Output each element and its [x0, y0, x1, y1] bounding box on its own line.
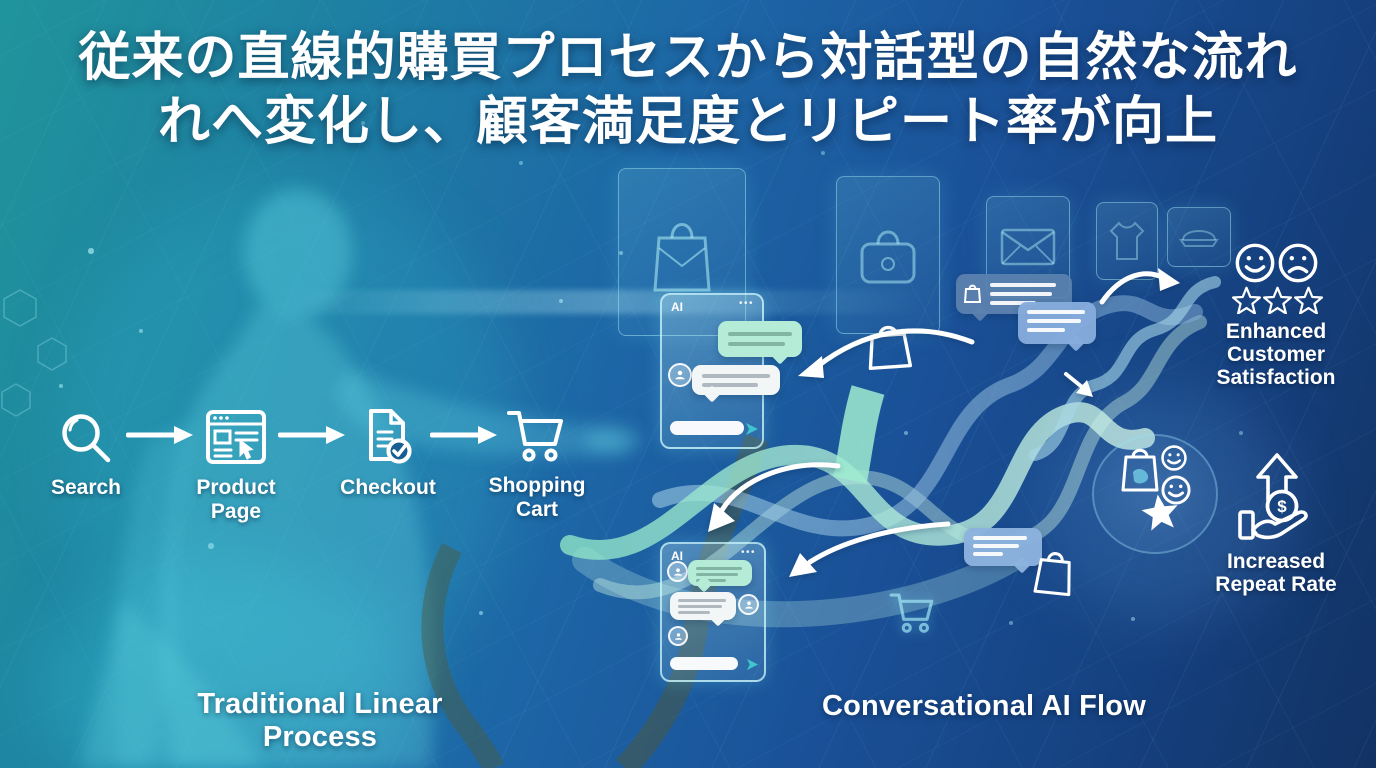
- hologram-panel-shirt: [1096, 202, 1158, 280]
- product-page-icon: [206, 410, 266, 464]
- title-line-1: 従来の直線的購買プロセスから対話型の自然な流れ: [78, 29, 1298, 87]
- handbag-icon: [653, 223, 711, 292]
- person-icon: [675, 370, 685, 380]
- happy-face-icon: [1161, 475, 1191, 505]
- step-shopping-cart: Shopping Cart: [487, 406, 587, 522]
- step-label: Search: [50, 476, 122, 499]
- arrow-right-icon: [126, 426, 193, 444]
- user-avatar: [738, 594, 759, 615]
- step-checkout: Checkout: [338, 406, 438, 500]
- person-icon: [744, 600, 753, 609]
- star-icon: [1232, 286, 1261, 314]
- envelope-icon: [1000, 228, 1056, 266]
- sad-face-icon: [1278, 243, 1318, 283]
- sparkle-dots: [0, 0, 2, 2]
- ai-chat-window-2: AI •••: [660, 542, 766, 682]
- star-icon: [1294, 286, 1323, 314]
- user-avatar: [667, 561, 688, 582]
- happy-face-icon: [1161, 445, 1187, 471]
- message-input[interactable]: [670, 421, 744, 435]
- star-icon: [1141, 494, 1178, 531]
- shopping-bag-icon: [1121, 448, 1159, 492]
- chat-bubble-lower: [964, 528, 1042, 574]
- shopping-bag-icon: [868, 325, 913, 371]
- shopping-cart-icon: [507, 411, 563, 462]
- hologram-panel-cap: [1167, 207, 1231, 267]
- step-label: Shopping Cart: [488, 474, 586, 521]
- search-icon: [62, 414, 111, 463]
- happy-face-icon: [1235, 243, 1275, 283]
- step-label: Product Page: [196, 476, 276, 523]
- ai-chat-window-1: AI •••: [660, 293, 802, 449]
- person-icon: [674, 632, 682, 640]
- message-input[interactable]: [670, 657, 738, 670]
- repeat-rate-label: Increased Repeat Rate: [1215, 550, 1337, 596]
- ai-app-label: AI: [671, 300, 683, 314]
- step-label: Checkout: [340, 476, 436, 499]
- hexagon-decor: [1, 289, 67, 417]
- ai-message-bubble: [688, 560, 752, 593]
- satisfaction-label: Enhanced Customer Satisfaction: [1216, 320, 1336, 389]
- hand-coin-growth-icon: [1238, 453, 1308, 540]
- arrow-right-icon: [278, 426, 345, 444]
- ellipsis-menu-icon[interactable]: •••: [738, 298, 754, 309]
- user-message-bubble: [692, 365, 780, 403]
- person-icon: [673, 567, 682, 576]
- chat-bubble-reply: [1018, 302, 1096, 352]
- user-avatar: [668, 363, 692, 387]
- shopping-bag-icon: [1033, 552, 1071, 597]
- user-avatar: [668, 626, 688, 646]
- arrow-right-icon: [430, 426, 497, 444]
- page-title: 従来の直線的購買プロセスから対話型の自然な流れ れへ変化し、顧客満足度とリピート…: [0, 26, 1376, 154]
- step-search: Search: [36, 408, 136, 500]
- shirt-icon: [1109, 221, 1145, 260]
- title-line-2: れへ変化し、顧客満足度とリピート率が向上: [157, 93, 1218, 151]
- checkout-icon: [369, 409, 412, 464]
- star-rating: [1232, 286, 1323, 314]
- duffel-bag-icon: [860, 230, 916, 284]
- conversational-caption: Conversational AI Flow: [822, 690, 1146, 722]
- holo-speech-bubble: [1092, 434, 1218, 554]
- ellipsis-menu-icon[interactable]: •••: [740, 547, 756, 558]
- hologram-cart-icon: [889, 593, 934, 633]
- send-icon[interactable]: [745, 422, 759, 436]
- star-icon: [1263, 286, 1292, 314]
- step-product-page: Product Page: [186, 406, 286, 524]
- send-icon[interactable]: [746, 658, 759, 671]
- traditional-caption: Traditional Linear Process: [197, 688, 443, 753]
- ai-message-bubble: [718, 321, 802, 365]
- cap-icon: [1179, 230, 1219, 247]
- shopping-bag-icon: [964, 284, 981, 303]
- ai-app-label: AI: [671, 549, 683, 563]
- user-message-bubble: [670, 592, 736, 627]
- coin-currency: $: [1277, 497, 1287, 516]
- hologram-panel-duffel: [836, 176, 940, 334]
